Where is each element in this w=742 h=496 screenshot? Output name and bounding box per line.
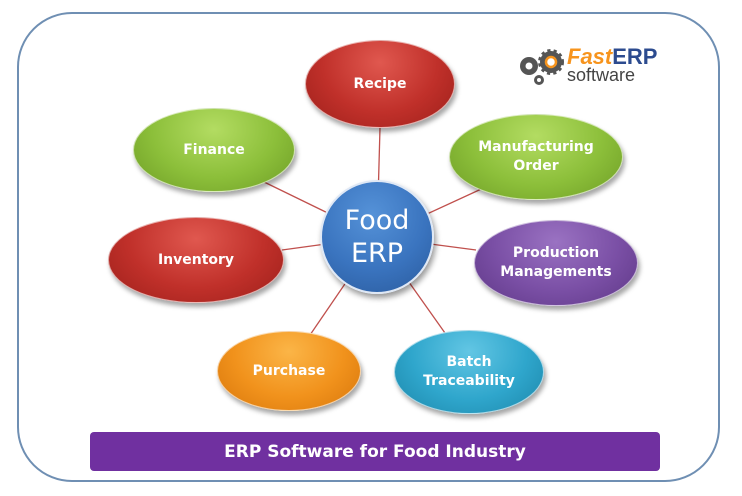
- node-label: Recipe: [353, 75, 407, 92]
- node-label: Managements: [500, 264, 612, 280]
- fasterp-logo: FastERP software: [515, 44, 685, 90]
- node-purchase: Purchase: [217, 331, 361, 411]
- node-label: Production: [512, 245, 600, 261]
- gears-icon: [520, 49, 564, 85]
- logo-erp: ERP: [612, 44, 658, 69]
- node-label: Finance: [183, 141, 245, 158]
- node-label: Purchase: [252, 362, 326, 379]
- center-label-line2: ERP: [350, 238, 404, 269]
- node-finance: Finance: [133, 108, 295, 192]
- node-label: Manufacturing: [478, 139, 594, 155]
- center-node-food-erp: Food ERP: [320, 180, 434, 294]
- center-label-line1: Food: [344, 205, 410, 236]
- node-label: Batch: [446, 354, 492, 370]
- node-label: Order: [513, 158, 559, 174]
- logo-software: software: [567, 65, 636, 85]
- logo-fast: Fast: [567, 44, 613, 69]
- node-label: Traceability: [423, 373, 515, 389]
- node-label: Inventory: [157, 251, 235, 268]
- title-banner: ERP Software for Food Industry: [90, 432, 660, 471]
- diagram-frame: [17, 12, 720, 482]
- node-inventory: Inventory: [108, 217, 284, 303]
- node-recipe: Recipe: [305, 40, 455, 128]
